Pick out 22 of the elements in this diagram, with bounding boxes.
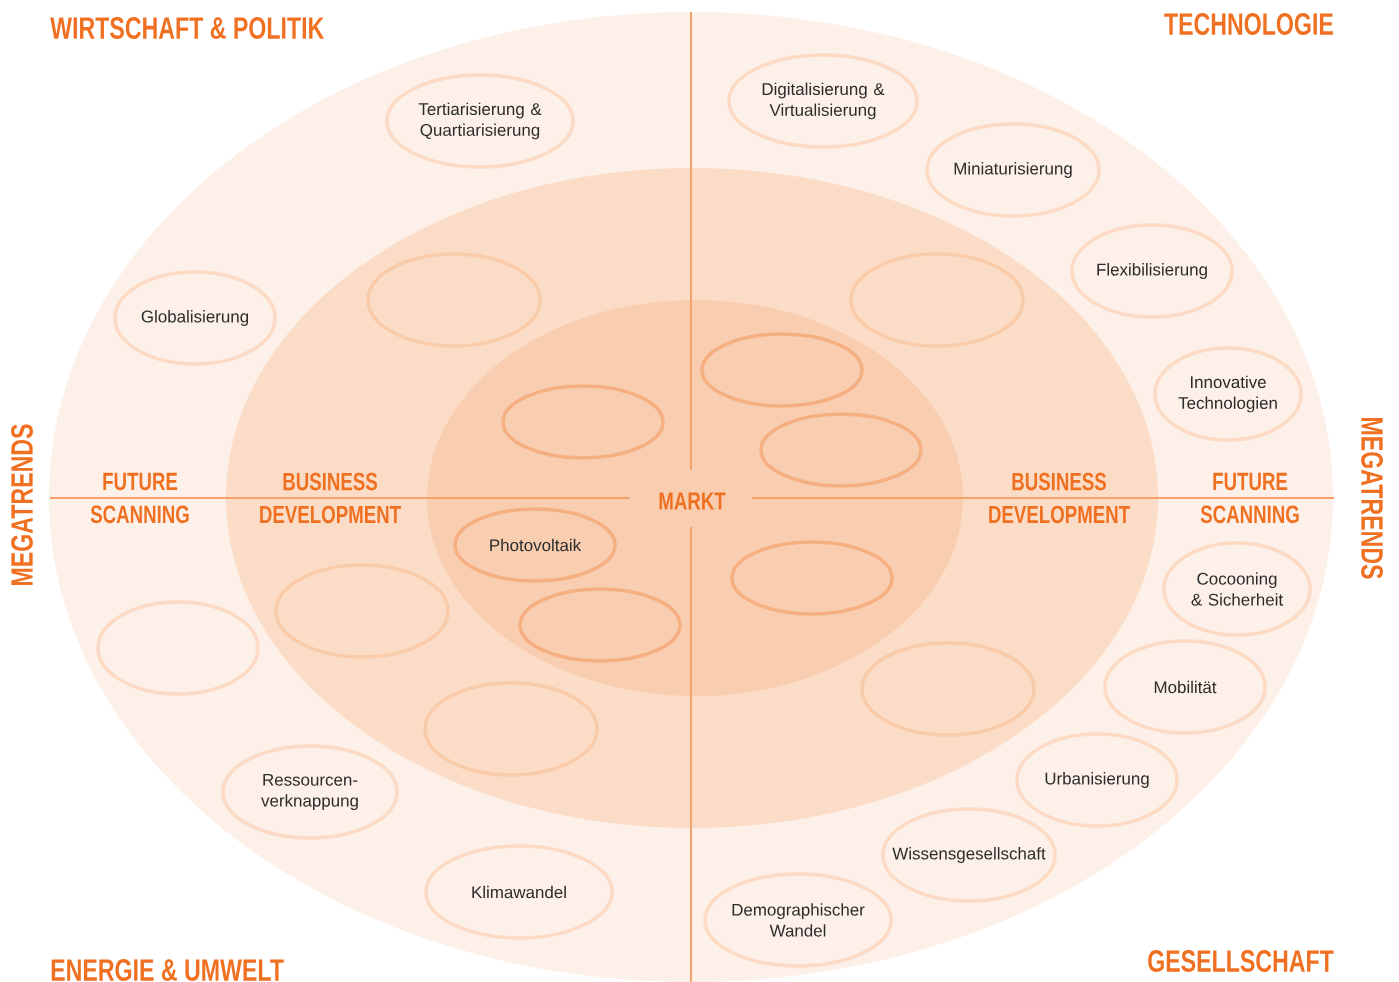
empty-ellipse xyxy=(700,332,864,408)
empty-ellipse xyxy=(860,641,1036,737)
empty-ellipse xyxy=(518,587,682,663)
empty-ellipse xyxy=(759,412,923,488)
band-label: FUTURE SCANNING xyxy=(90,472,189,524)
band-label: MARKT xyxy=(659,492,726,510)
empty-ellipse xyxy=(274,563,450,659)
side-label: MEGATRENDS xyxy=(11,424,33,585)
empty-ellipse xyxy=(366,252,542,348)
band-label: BUSINESS DEVELOPMENT xyxy=(260,472,401,524)
category-heading: WIRTSCHAFT & POLITIK xyxy=(50,17,325,39)
empty-ellipse xyxy=(501,384,665,460)
empty-ellipse xyxy=(849,252,1025,348)
category-heading: ENERGIE & UMWELT xyxy=(51,959,284,981)
band-label: FUTURE SCANNING xyxy=(1200,472,1299,524)
category-heading: GESELLSCHAFT xyxy=(1148,950,1334,972)
empty-ellipse xyxy=(423,681,599,777)
category-heading: TECHNOLOGIE xyxy=(1164,13,1333,35)
empty-ellipse xyxy=(96,600,260,696)
band-label: BUSINESS DEVELOPMENT xyxy=(989,472,1130,524)
side-label: MEGATRENDS xyxy=(1361,418,1383,579)
empty-ellipse xyxy=(730,540,894,616)
